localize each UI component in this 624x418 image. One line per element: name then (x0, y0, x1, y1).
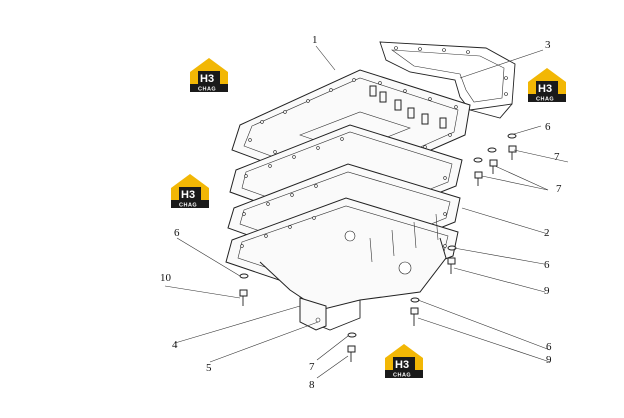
callout-6-left: 6 (174, 227, 180, 239)
callout-labels: 1 3 6 7 7 2 6 9 6 9 6 10 4 5 7 8 (160, 34, 562, 391)
watermark-logo-top-right: H3 CHAG (528, 68, 566, 103)
callout-6-top: 6 (545, 121, 551, 133)
callout-6-mid: 6 (544, 259, 550, 271)
callout-6-bottom: 6 (546, 341, 552, 353)
callout-1: 1 (312, 34, 318, 46)
oil-pan-body (225, 124, 463, 331)
callout-7-top: 7 (554, 151, 560, 163)
callout-7-bottom: 7 (309, 361, 315, 373)
svg-text:CHAG: CHAG (179, 203, 197, 209)
callout-9-bottom: 9 (546, 354, 552, 366)
svg-text:CHAG: CHAG (393, 373, 411, 379)
callout-5: 5 (206, 362, 212, 374)
svg-text:H3: H3 (200, 73, 214, 85)
callout-10: 10 (160, 272, 172, 284)
svg-text:CHAG: CHAG (198, 87, 216, 93)
callout-7-mid: 7 (556, 183, 562, 195)
watermark-logo-bottom: H3 CHAG (385, 344, 423, 379)
svg-text:H3: H3 (395, 359, 409, 371)
callout-8: 8 (309, 379, 315, 391)
svg-text:H3: H3 (538, 83, 552, 95)
leader-lines (164, 45, 569, 379)
svg-text:H3: H3 (181, 189, 195, 201)
callout-2: 2 (544, 227, 550, 239)
callout-4: 4 (172, 339, 178, 351)
callout-9-mid: 9 (544, 285, 550, 297)
watermark-logo-top-left: H3 CHAG (190, 58, 228, 93)
svg-text:CHAG: CHAG (536, 97, 554, 103)
callout-3: 3 (545, 39, 551, 51)
watermark-logo-left: H3 CHAG (171, 174, 209, 209)
